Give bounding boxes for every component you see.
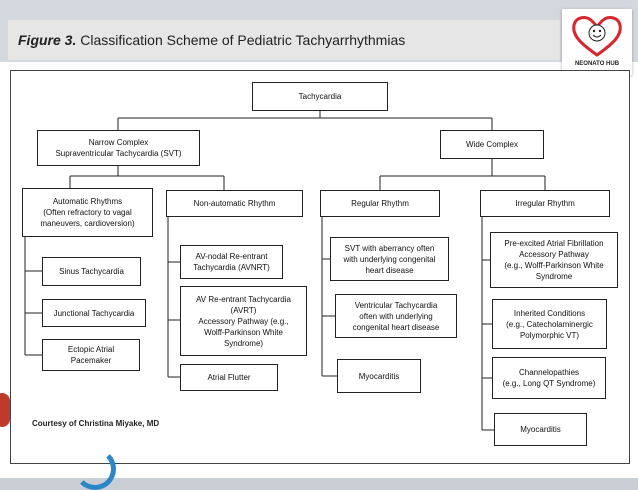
node-ventricular-tachycardia: Ventricular Tachycardia often with under… [335, 294, 457, 338]
node-atrial-flutter: Atrial Flutter [180, 364, 278, 391]
node-myocarditis-irregular: Myocarditis [494, 413, 587, 446]
node-svt-aberrancy: SVT with aberrancy often with underlying… [330, 237, 449, 281]
figure-title: Figure 3. Classification Scheme of Pedia… [18, 32, 405, 48]
node-preexcited-atrial-fibrillation: Pre-excited Atrial Fibrillation Accessor… [490, 232, 618, 288]
node-nonautomatic-rhythm: Non-automatic Rhythm [166, 190, 303, 217]
logo-text: NEONATO HUB [574, 61, 620, 67]
figure-title-text: Classification Scheme of Pediatric Tachy… [80, 32, 406, 48]
node-narrow-complex: Narrow Complex Supraventricular Tachycar… [37, 130, 200, 166]
node-wide-complex: Wide Complex [440, 130, 544, 159]
node-avrt: AV Re-entrant Tachycardia (AVRT) Accesso… [180, 286, 307, 356]
node-automatic-rhythms: Automatic Rhythms (Often refractory to v… [22, 188, 153, 237]
diagram-connectors [24, 111, 546, 431]
figure-caption-bar [8, 20, 560, 60]
figure-credit: Courtesy of Christina Miyake, MD [32, 419, 160, 428]
node-ectopic-atrial-pacemaker: Ectopic Atrial Pacemaker [42, 339, 140, 371]
decorative-blue-arc [74, 448, 116, 490]
figure-label: Figure 3. [18, 32, 77, 48]
heart-logo-icon [572, 16, 622, 57]
node-avnrt: AV-nodal Re-entrant Tachycardia (AVNRT) [180, 245, 283, 279]
neonato-hub-logo: NEONATO HUB [562, 9, 632, 75]
node-regular-rhythm: Regular Rhythm [320, 190, 440, 217]
node-sinus-tachycardia: Sinus Tachycardia [42, 257, 141, 286]
node-inherited-conditions: Inherited Conditions (e.g., Catecholamin… [492, 299, 607, 349]
node-myocarditis-regular: Myocarditis [337, 359, 421, 393]
node-junctional-tachycardia: Junctional Tachycardia [42, 299, 146, 327]
node-channelopathies: Channelopathies (e.g., Long QT Syndrome) [492, 357, 606, 399]
node-tachycardia: Tachycardia [252, 82, 388, 111]
node-irregular-rhythm: Irregular Rhythm [480, 190, 610, 217]
decorative-red-shape [0, 393, 10, 427]
